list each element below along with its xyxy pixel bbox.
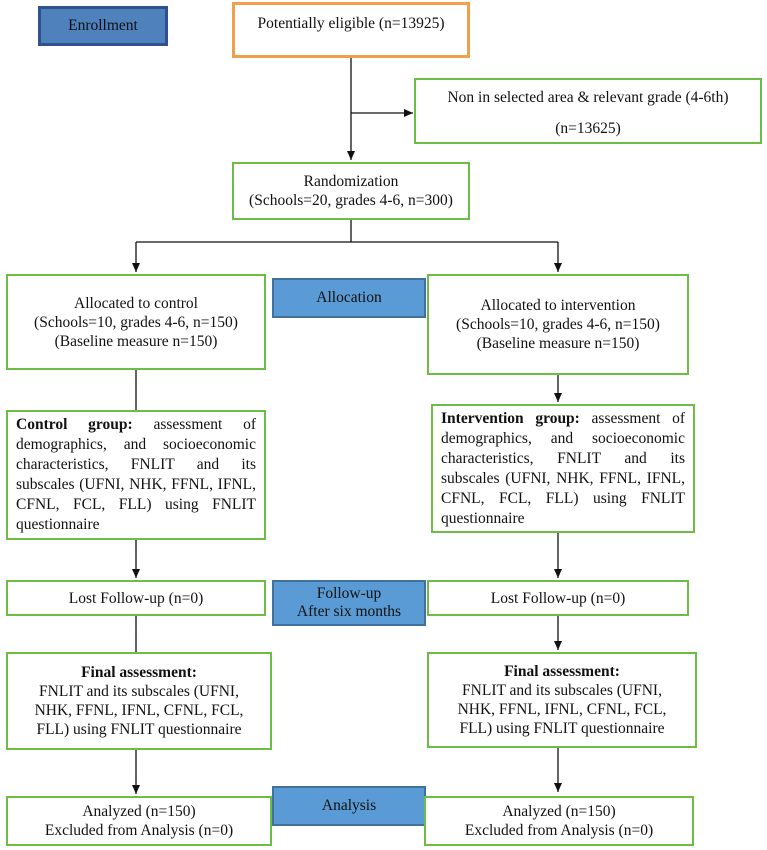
control-analyzed-box: Analyzed (n=150) Excluded from Analysis … (6, 796, 272, 846)
control-excluded-text: Excluded from Analysis (n=0) (44, 822, 234, 839)
control-allocated-text-2: (Schools=10, grades 4-6, n=150) (34, 313, 238, 331)
intervention-analyzed-box: Analyzed (n=150) Excluded from Analysis … (424, 796, 694, 846)
stage-followup-label-2: After six months (296, 603, 402, 620)
intervention-group-paragraph: Intervention group: assessment of demogr… (441, 409, 685, 529)
intervention-lost-box: Lost Follow-up (n=0) (427, 580, 689, 616)
control-allocated-text-1: Allocated to control (74, 294, 198, 312)
stage-allocation-label: Allocation (316, 289, 382, 306)
stage-analysis-label: Analysis (321, 797, 377, 814)
intervention-allocated-text-3: (Baseline measure n=150) (476, 335, 640, 352)
control-allocated-text-3: (Baseline measure n=150) (54, 332, 218, 350)
eligible-text: Potentially eligible (n=13925) (257, 15, 445, 32)
randomization-text-1: Randomization (303, 173, 399, 190)
excluded-text-2: (n=13625) (555, 120, 621, 137)
intervention-lost-text: Lost Follow-up (n=0) (490, 589, 626, 607)
intervention-excluded-text: Excluded from Analysis (n=0) (464, 822, 654, 839)
stage-followup-label-1: Follow-up (316, 585, 382, 602)
intervention-group-text: assessment of demographics, and socioeco… (441, 409, 685, 527)
control-final-text-3: FLL) using FNLIT questionnaire (36, 721, 242, 738)
control-lost-text: Lost Follow-up (n=0) (68, 589, 204, 607)
control-analyzed-text: Analyzed (n=150) (82, 803, 196, 820)
stage-analysis: Analysis (272, 786, 426, 826)
intervention-analyzed-text: Analyzed (n=150) (502, 803, 616, 820)
control-lost-box: Lost Follow-up (n=0) (6, 580, 266, 616)
stage-enrollment: Enrollment (38, 6, 168, 46)
intervention-group-box: Intervention group: assessment of demogr… (431, 404, 695, 533)
intervention-final-text-3: FLL) using FNLIT questionnaire (459, 720, 665, 737)
randomization-box: Randomization (Schools=20, grades 4-6, n… (232, 162, 470, 220)
eligible-box: Potentially eligible (n=13925) (232, 2, 470, 58)
control-final-text-2: NHK, FFNL, IFNL, CFNL, FCL, (34, 702, 244, 719)
control-group-title: Control group: (16, 416, 133, 433)
control-allocated-box: Allocated to control (Schools=10, grades… (6, 274, 266, 370)
intervention-allocated-text-1: Allocated to intervention (480, 297, 636, 314)
excluded-text-1: Non in selected area & relevant grade (4… (447, 89, 729, 106)
control-group-paragraph: Control group: assessment of demographic… (16, 415, 256, 535)
intervention-allocated-text-2: (Schools=10, grades 4-6, n=150) (456, 316, 660, 333)
stage-enrollment-label: Enrollment (68, 17, 138, 34)
control-group-text: assessment of demographics, and socioeco… (16, 416, 256, 533)
intervention-final-text-1: FNLIT and its subscales (UFNI, (462, 682, 662, 699)
intervention-final-box: Final assessment: FNLIT and its subscale… (427, 652, 697, 748)
intervention-final-title: Final assessment: (504, 663, 620, 680)
intervention-final-text-2: NHK, FFNL, IFNL, CFNL, FCL, (457, 701, 667, 718)
stage-followup: Follow-up After six months (272, 580, 426, 626)
intervention-group-title: Intervention group: (441, 409, 580, 427)
stage-allocation: Allocation (272, 278, 426, 318)
control-final-title: Final assessment: (81, 664, 197, 681)
control-group-box: Control group: assessment of demographic… (6, 410, 266, 540)
randomization-text-2: (Schools=20, grades 4-6, n=300) (249, 192, 453, 209)
intervention-allocated-box: Allocated to intervention (Schools=10, g… (427, 274, 689, 375)
control-final-text-1: FNLIT and its subscales (UFNI, (39, 683, 239, 700)
control-final-box: Final assessment: FNLIT and its subscale… (6, 652, 272, 750)
excluded-box: Non in selected area & relevant grade (4… (414, 78, 762, 144)
